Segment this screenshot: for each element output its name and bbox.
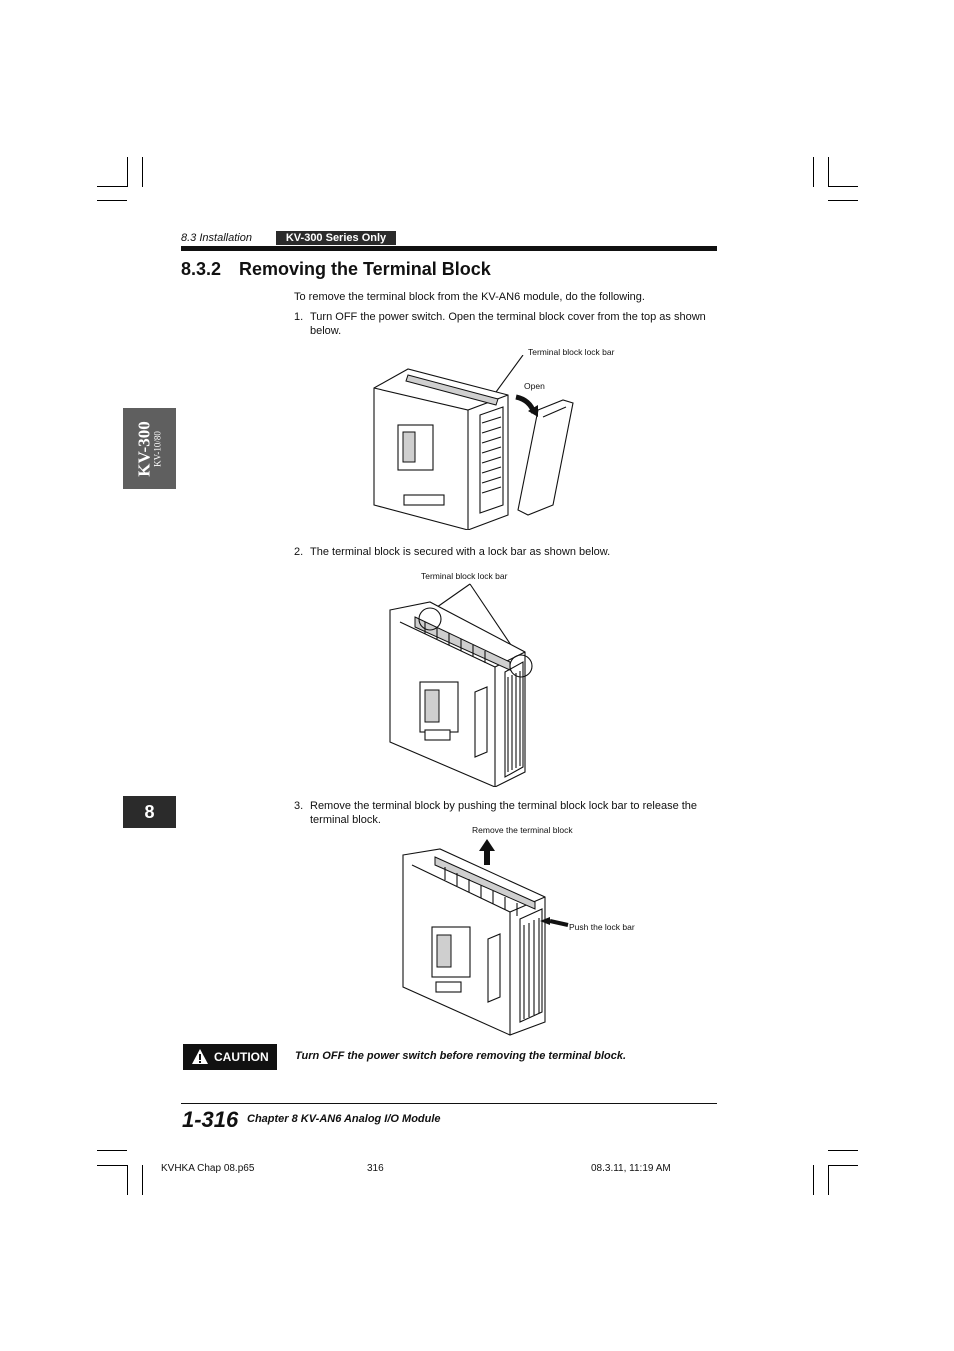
callout-push: Push the lock bar — [569, 922, 635, 932]
module-open-cover-illustration — [373, 355, 574, 530]
crop-mark — [828, 200, 858, 201]
intro-text: To remove the terminal block from the KV… — [294, 291, 645, 303]
step-text: Remove the terminal block by pushing the… — [310, 800, 698, 826]
caution-label: CAUTION — [214, 1050, 269, 1064]
crop-mark — [828, 1165, 858, 1166]
caution-badge: CAUTION — [183, 1044, 277, 1070]
side-tab-main: KV-300 — [134, 421, 154, 477]
step-2: 2. The terminal block is secured with a … — [294, 545, 714, 559]
series-side-tab-label: KV-300 KV-10/80 — [134, 421, 163, 477]
slug-page: 316 — [367, 1163, 384, 1174]
caution-text: Turn OFF the power switch before removin… — [295, 1050, 627, 1062]
crop-mark — [97, 186, 127, 187]
chapter-tab: 8 — [123, 796, 176, 828]
series-tag: KV-300 Series Only — [276, 231, 396, 245]
crop-mark — [142, 157, 143, 187]
step-number: 3. — [294, 800, 304, 812]
crop-mark — [97, 200, 127, 201]
crop-mark — [97, 1165, 127, 1166]
callout-lock-bar: Terminal block lock bar — [528, 347, 615, 357]
step-text: Turn OFF the power switch. Open the term… — [310, 311, 706, 337]
crop-mark — [97, 1150, 127, 1151]
crop-mark — [127, 1165, 128, 1195]
crop-mark — [828, 157, 829, 187]
page-number: 1-316 — [182, 1107, 239, 1132]
callout-remove: Remove the terminal block — [472, 825, 573, 835]
header-rule — [181, 246, 717, 251]
warning-icon — [192, 1049, 208, 1064]
crop-mark — [813, 157, 814, 187]
step-3: 3. Remove the terminal block by pushing … — [294, 799, 714, 827]
crop-mark — [828, 186, 858, 187]
series-side-tab — [123, 408, 176, 489]
slug-filename: KVHKA Chap 08.p65 — [161, 1163, 255, 1174]
section-title: Removing the Terminal Block — [239, 259, 491, 279]
crop-mark — [828, 1150, 858, 1151]
page-title: 8.3.2 Removing the Terminal Block — [181, 259, 491, 280]
side-tab-sub: KV-10/80 — [152, 431, 163, 467]
step-1: 1. Turn OFF the power switch. Open the t… — [294, 310, 714, 338]
callout-open: Open — [524, 381, 545, 391]
crop-mark — [828, 1165, 829, 1195]
step-text: The terminal block is secured with a loc… — [310, 546, 611, 558]
step-number: 1. — [294, 311, 304, 323]
section-number: 8.3.2 — [181, 259, 222, 279]
section-breadcrumb: 8.3 Installation — [181, 232, 252, 244]
module-lock-bar-illustration — [389, 583, 533, 787]
crop-mark — [813, 1165, 814, 1195]
module-remove-block-illustration — [402, 839, 569, 1036]
slug-timestamp: 08.3.11, 11:19 AM — [591, 1163, 671, 1174]
crop-mark — [142, 1165, 143, 1195]
footer-rule — [181, 1103, 717, 1104]
chapter-title: Chapter 8 KV-AN6 Analog I/O Module — [247, 1113, 441, 1125]
step-number: 2. — [294, 546, 304, 558]
crop-mark — [127, 157, 128, 187]
callout-lock-bar: Terminal block lock bar — [421, 571, 508, 581]
